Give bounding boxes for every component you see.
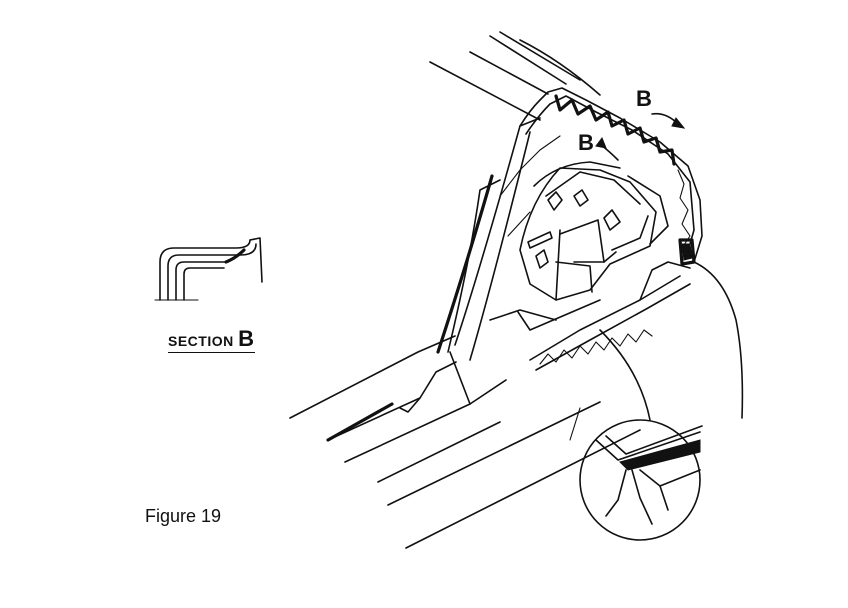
section-caption-prefix: SECTION: [168, 333, 234, 349]
body-lower-lines: [289, 335, 641, 549]
section-b-caption: SECTION B: [168, 328, 255, 353]
magnified-detail: [579, 419, 703, 541]
body-side-right: [569, 261, 744, 441]
weatherstrip-seal: [519, 87, 703, 266]
lower-seal: [529, 261, 691, 371]
roof-rail: [429, 31, 601, 121]
pillar-panel: [436, 117, 601, 361]
callout-upper-letter: B: [636, 86, 652, 111]
section-b-profile: [154, 237, 263, 301]
section-caption-letter: B: [238, 326, 255, 351]
latch-bracket: [499, 135, 669, 301]
callout-upper: B: [636, 86, 686, 129]
callout-lower-letter: B: [578, 130, 594, 155]
figure-caption: Figure 19: [145, 506, 222, 526]
callout-lower: B: [578, 130, 619, 161]
